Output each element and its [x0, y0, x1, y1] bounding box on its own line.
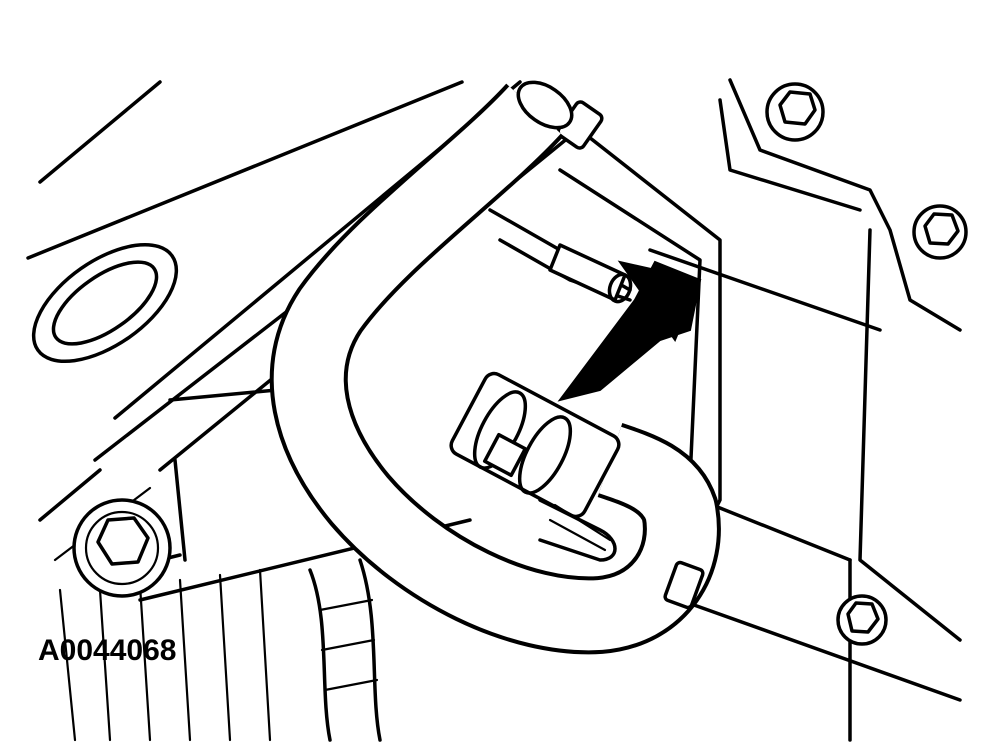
right-housing: [598, 78, 962, 742]
hose-clamp: [449, 371, 621, 562]
oval-slot: [31, 242, 179, 364]
pipe-fitting: [548, 243, 633, 304]
right-bolt: [912, 204, 968, 260]
top-right-bolt: [765, 82, 825, 142]
ribbed-housing: [308, 558, 382, 742]
lower-right-bolt: [836, 594, 888, 646]
hose: [269, 80, 721, 655]
lower-left-bolt: [72, 498, 172, 598]
pointer-arrow: [557, 260, 702, 402]
pipe-nut: [663, 560, 705, 610]
figure-id-label: A0044068: [38, 634, 177, 667]
